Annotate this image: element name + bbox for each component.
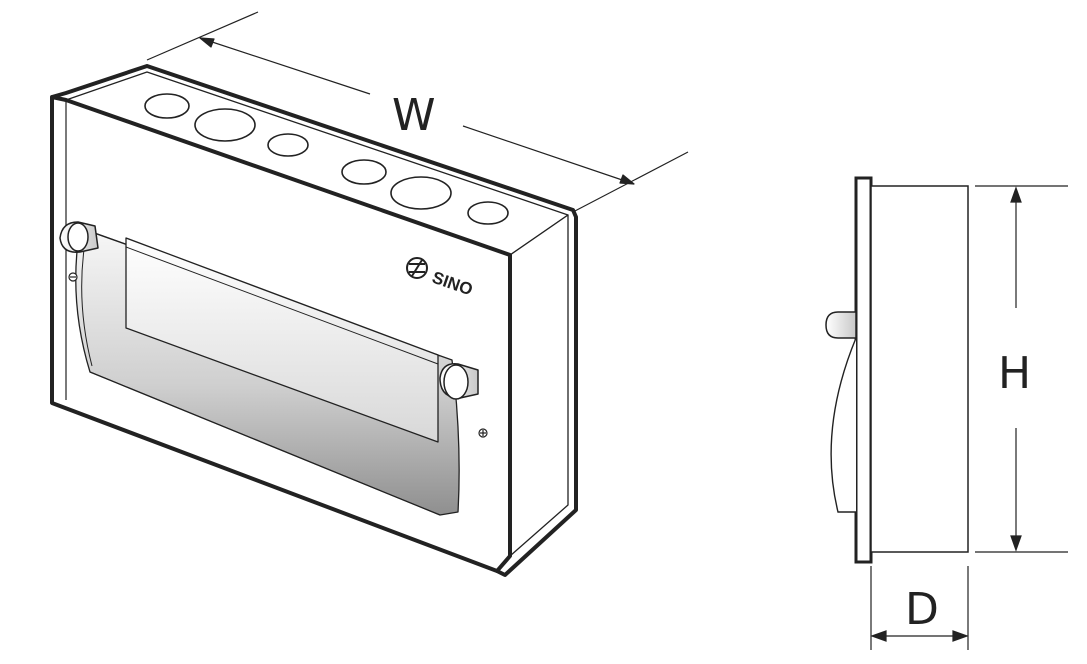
side-front-plate — [854, 176, 873, 564]
depth-label: D — [905, 584, 939, 635]
height-label: H — [998, 348, 1031, 399]
door-latch-left — [59, 221, 99, 253]
width-label: W — [392, 90, 436, 141]
knockout-hole — [467, 201, 509, 225]
enclosure-side-face — [509, 214, 569, 557]
knockout-hole — [144, 93, 190, 119]
breaker-window — [125, 237, 439, 443]
side-view: H D — [825, 176, 1068, 650]
height-dimension — [975, 185, 1068, 553]
perspective-view: W — [50, 11, 689, 577]
knockout-hole — [267, 133, 309, 157]
side-body — [870, 185, 969, 553]
width-dimension — [146, 11, 689, 213]
knockout-hole — [341, 159, 387, 185]
side-latch-knob — [825, 311, 857, 339]
side-door-profile — [830, 337, 857, 513]
depth-dimension — [870, 566, 969, 650]
door-latch-right — [439, 363, 479, 400]
cable-knockouts — [144, 93, 509, 225]
knockout-hole — [194, 108, 256, 142]
screw-left — [68, 272, 78, 282]
screw-right — [478, 428, 488, 438]
knockout-hole — [390, 176, 452, 210]
sino-logo-icon — [406, 257, 428, 279]
